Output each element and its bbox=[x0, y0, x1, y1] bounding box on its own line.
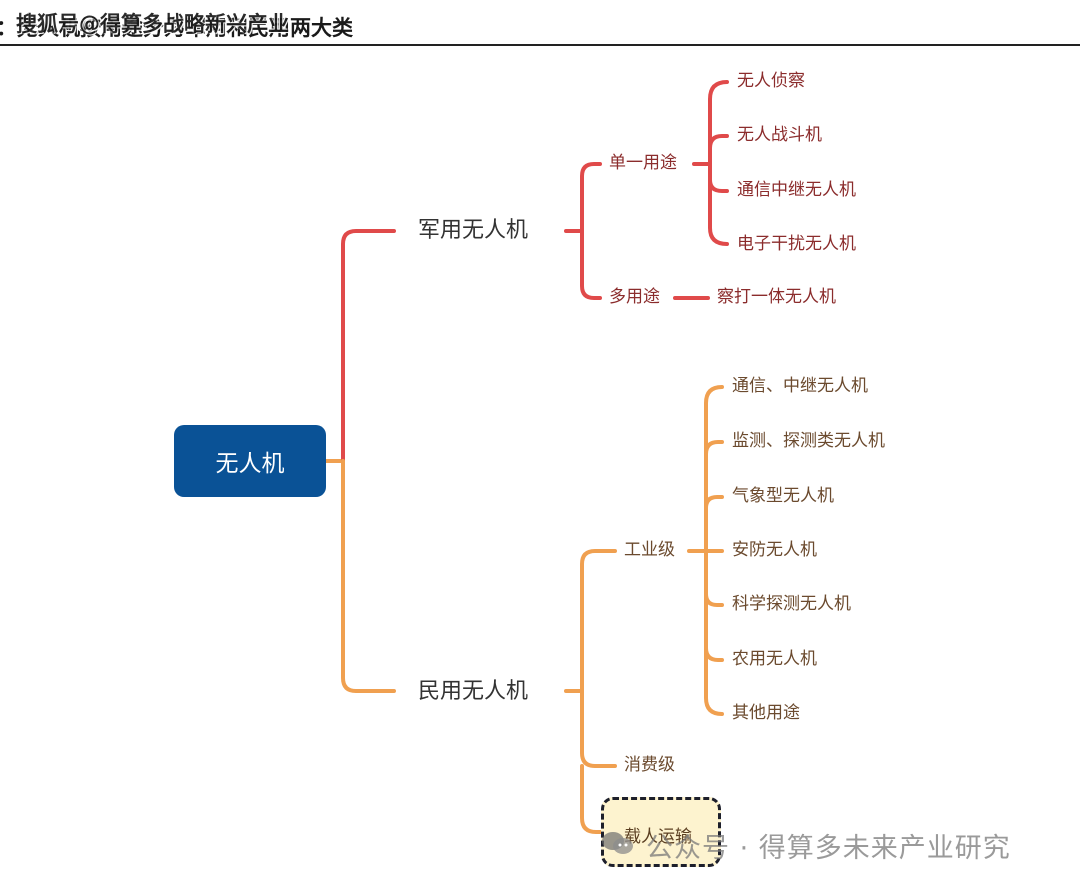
single-use-bracket-top bbox=[708, 80, 729, 166]
node-consumer: 消费级 bbox=[624, 755, 675, 775]
node-single-use-child: 通信中继无人机 bbox=[737, 180, 856, 200]
node-industrial-child: 安防无人机 bbox=[732, 540, 817, 560]
industrial-tick-6 bbox=[704, 646, 724, 662]
multi-use-connector bbox=[580, 229, 602, 300]
watermark-top: 搜狐号@得算多战略新兴产业 bbox=[16, 12, 289, 36]
node-industrial: 工业级 bbox=[624, 540, 675, 560]
node-industrial-child: 农用无人机 bbox=[732, 649, 817, 669]
node-industrial-child: 气象型无人机 bbox=[732, 486, 834, 506]
military-connector bbox=[341, 229, 396, 463]
node-industrial-child: 监测、探测类无人机 bbox=[732, 431, 885, 451]
figure-title: ：无人机按用途分为军用和民用两大类 bbox=[0, 15, 353, 40]
industrial-bracket-top bbox=[704, 385, 724, 553]
industrial-tick-5 bbox=[704, 592, 724, 607]
node-industrial-child: 通信、中继无人机 bbox=[732, 376, 868, 396]
civil-connector bbox=[341, 459, 396, 693]
wechat-icon bbox=[602, 832, 633, 854]
manned-connector bbox=[580, 764, 612, 834]
industrial-bracket-bottom bbox=[704, 549, 724, 716]
header-divider bbox=[0, 44, 1080, 46]
node-industrial-child: 科学探测无人机 bbox=[732, 594, 851, 614]
node-manned: 载人运输 bbox=[624, 827, 692, 847]
node-civil: 民用无人机 bbox=[418, 679, 529, 704]
single-use-tick-3 bbox=[708, 178, 729, 193]
consumer-connector bbox=[580, 689, 617, 768]
industrial-tick-3 bbox=[704, 495, 724, 510]
single-use-tick-2 bbox=[708, 134, 729, 150]
industrial-tick-2 bbox=[704, 440, 724, 456]
node-industrial-child: 其他用途 bbox=[732, 703, 800, 723]
node-military: 军用无人机 bbox=[418, 218, 529, 243]
node-single-use-child: 电子干扰无人机 bbox=[737, 234, 856, 254]
node-single-use-child: 无人侦察 bbox=[737, 71, 805, 91]
single-use-connector bbox=[580, 162, 602, 233]
node-manned-box bbox=[601, 797, 721, 867]
node-multi-use: 多用途 bbox=[609, 287, 660, 307]
header: ：无人机按用途分为军用和民用两大类 搜狐号@得算多战略新兴产业 bbox=[0, 0, 1080, 46]
node-single-use: 单一用途 bbox=[609, 153, 677, 173]
node-multi-use-child: 察打一体无人机 bbox=[717, 287, 836, 307]
industrial-connector bbox=[580, 549, 617, 693]
single-use-bracket-bottom bbox=[708, 162, 729, 246]
node-single-use-child: 无人战斗机 bbox=[737, 125, 822, 145]
root-label: 无人机 bbox=[215, 451, 285, 477]
watermark-bottom: 公众号 · 得算多未来产业研究 bbox=[646, 833, 1011, 864]
root-node: 无人机 bbox=[174, 425, 326, 497]
